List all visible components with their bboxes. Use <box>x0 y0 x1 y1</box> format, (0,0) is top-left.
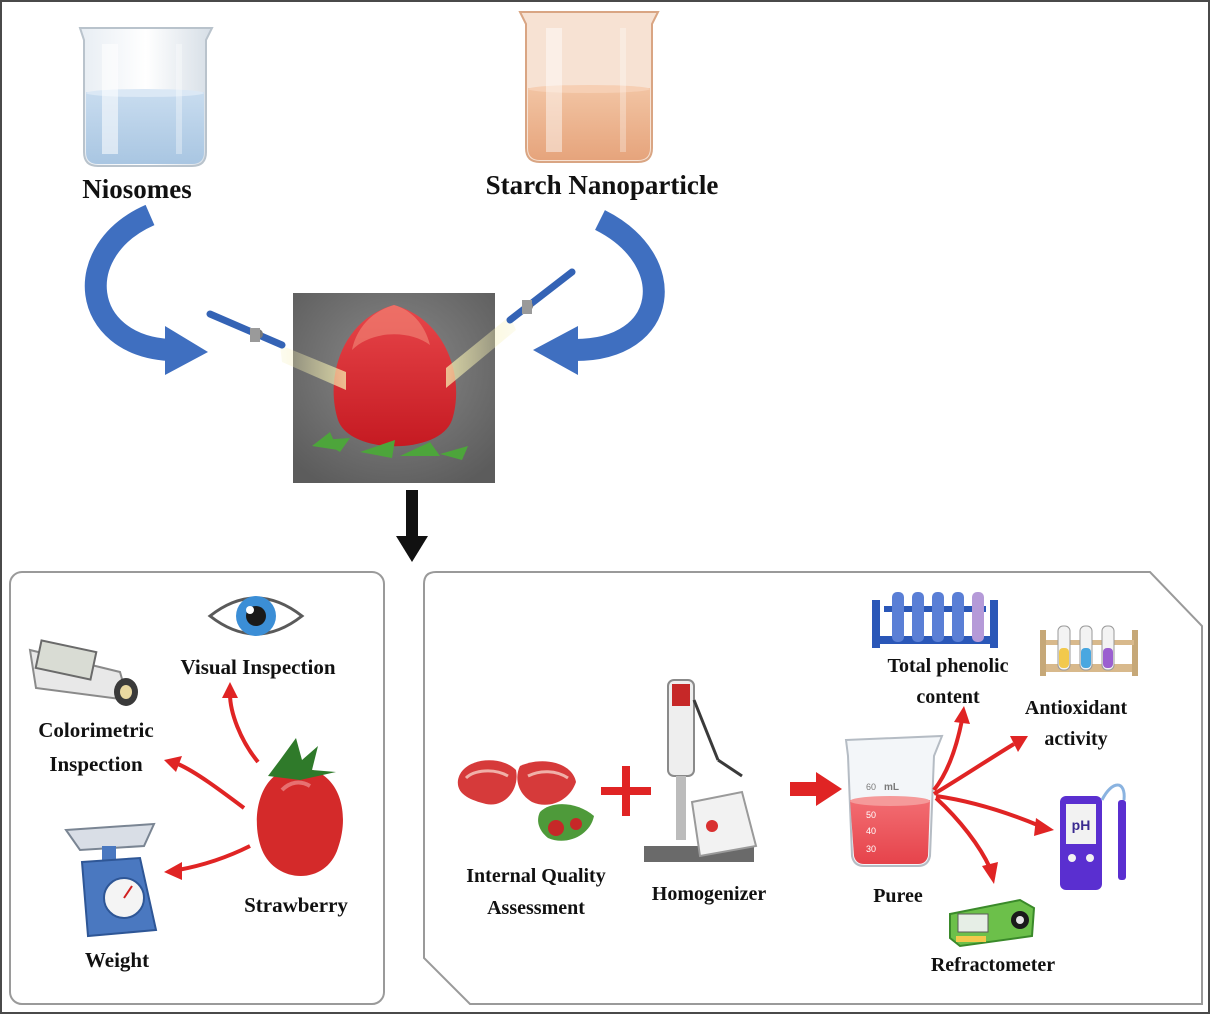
beaker-tick-40: 40 <box>866 826 876 836</box>
strawberry-photo <box>293 293 495 483</box>
ph-meter-icon: pH <box>1060 783 1126 890</box>
red-arrow-to-puree <box>790 772 842 806</box>
blue-curved-arrow-right <box>533 210 665 375</box>
beaker-tick-60: 60 <box>866 782 876 792</box>
red-arrow-to-visual <box>222 682 260 764</box>
niosomes-beaker-icon <box>78 27 214 167</box>
homogenizer-label: Homogenizer <box>652 883 767 905</box>
starch-beaker-icon <box>518 11 660 163</box>
total-phenolic-label-line1: Total phenolic <box>888 655 1009 677</box>
puree-label: Puree <box>873 885 923 907</box>
refractometer-label: Refractometer <box>931 954 1055 976</box>
eye-icon <box>207 596 305 636</box>
red-arrow-to-antioxidant <box>932 736 1028 796</box>
beaker-tick-30: 30 <box>866 844 876 854</box>
weighing-scale-icon <box>64 822 158 938</box>
colorimetric-label-line2: Inspection <box>49 752 143 776</box>
weight-label: Weight <box>85 948 149 972</box>
red-arrow-to-weight <box>164 844 251 880</box>
colorimeter-icon <box>28 639 138 706</box>
total-phenolic-label-line2: content <box>916 686 980 708</box>
internal-quality-label-line1: Internal Quality <box>466 865 605 887</box>
plus-icon <box>601 766 651 816</box>
sprayer-left-icon <box>206 310 346 390</box>
blue-curved-arrow-left <box>84 204 208 375</box>
refractometer-icon <box>949 898 1036 948</box>
antioxidant-rack-icon <box>1040 625 1138 676</box>
ph-text: pH <box>1072 817 1091 833</box>
puree-beaker-icon: 60 mL 50 40 30 <box>844 734 944 867</box>
antioxidant-label-line1: Antioxidant <box>1025 697 1128 719</box>
colorimetric-label-line1: Colorimetric <box>38 718 153 742</box>
visual-inspection-label: Visual Inspection <box>180 655 335 679</box>
strawberry-label: Strawberry <box>244 893 348 917</box>
beaker-unit: mL <box>884 782 899 793</box>
down-arrow-icon <box>396 490 428 562</box>
starch-label: Starch Nanoparticle <box>486 170 719 200</box>
test-tubes-rack-icon <box>872 592 998 648</box>
red-arrow-to-colorimetric <box>164 756 246 810</box>
beaker-tick-50: 50 <box>866 810 876 820</box>
niosomes-label: Niosomes <box>82 174 192 204</box>
internal-quality-label-line2: Assessment <box>487 897 585 919</box>
strawberry-halves-icon <box>457 760 594 841</box>
strawberry-icon <box>256 738 343 876</box>
homogenizer-icon <box>644 679 758 862</box>
red-arrow-to-refractometer <box>934 796 998 884</box>
red-arrow-to-ph-meter <box>935 794 1054 836</box>
red-arrow-to-phenolic <box>932 706 970 792</box>
sprayer-right-icon <box>446 268 576 388</box>
antioxidant-label-line2: activity <box>1044 728 1107 750</box>
